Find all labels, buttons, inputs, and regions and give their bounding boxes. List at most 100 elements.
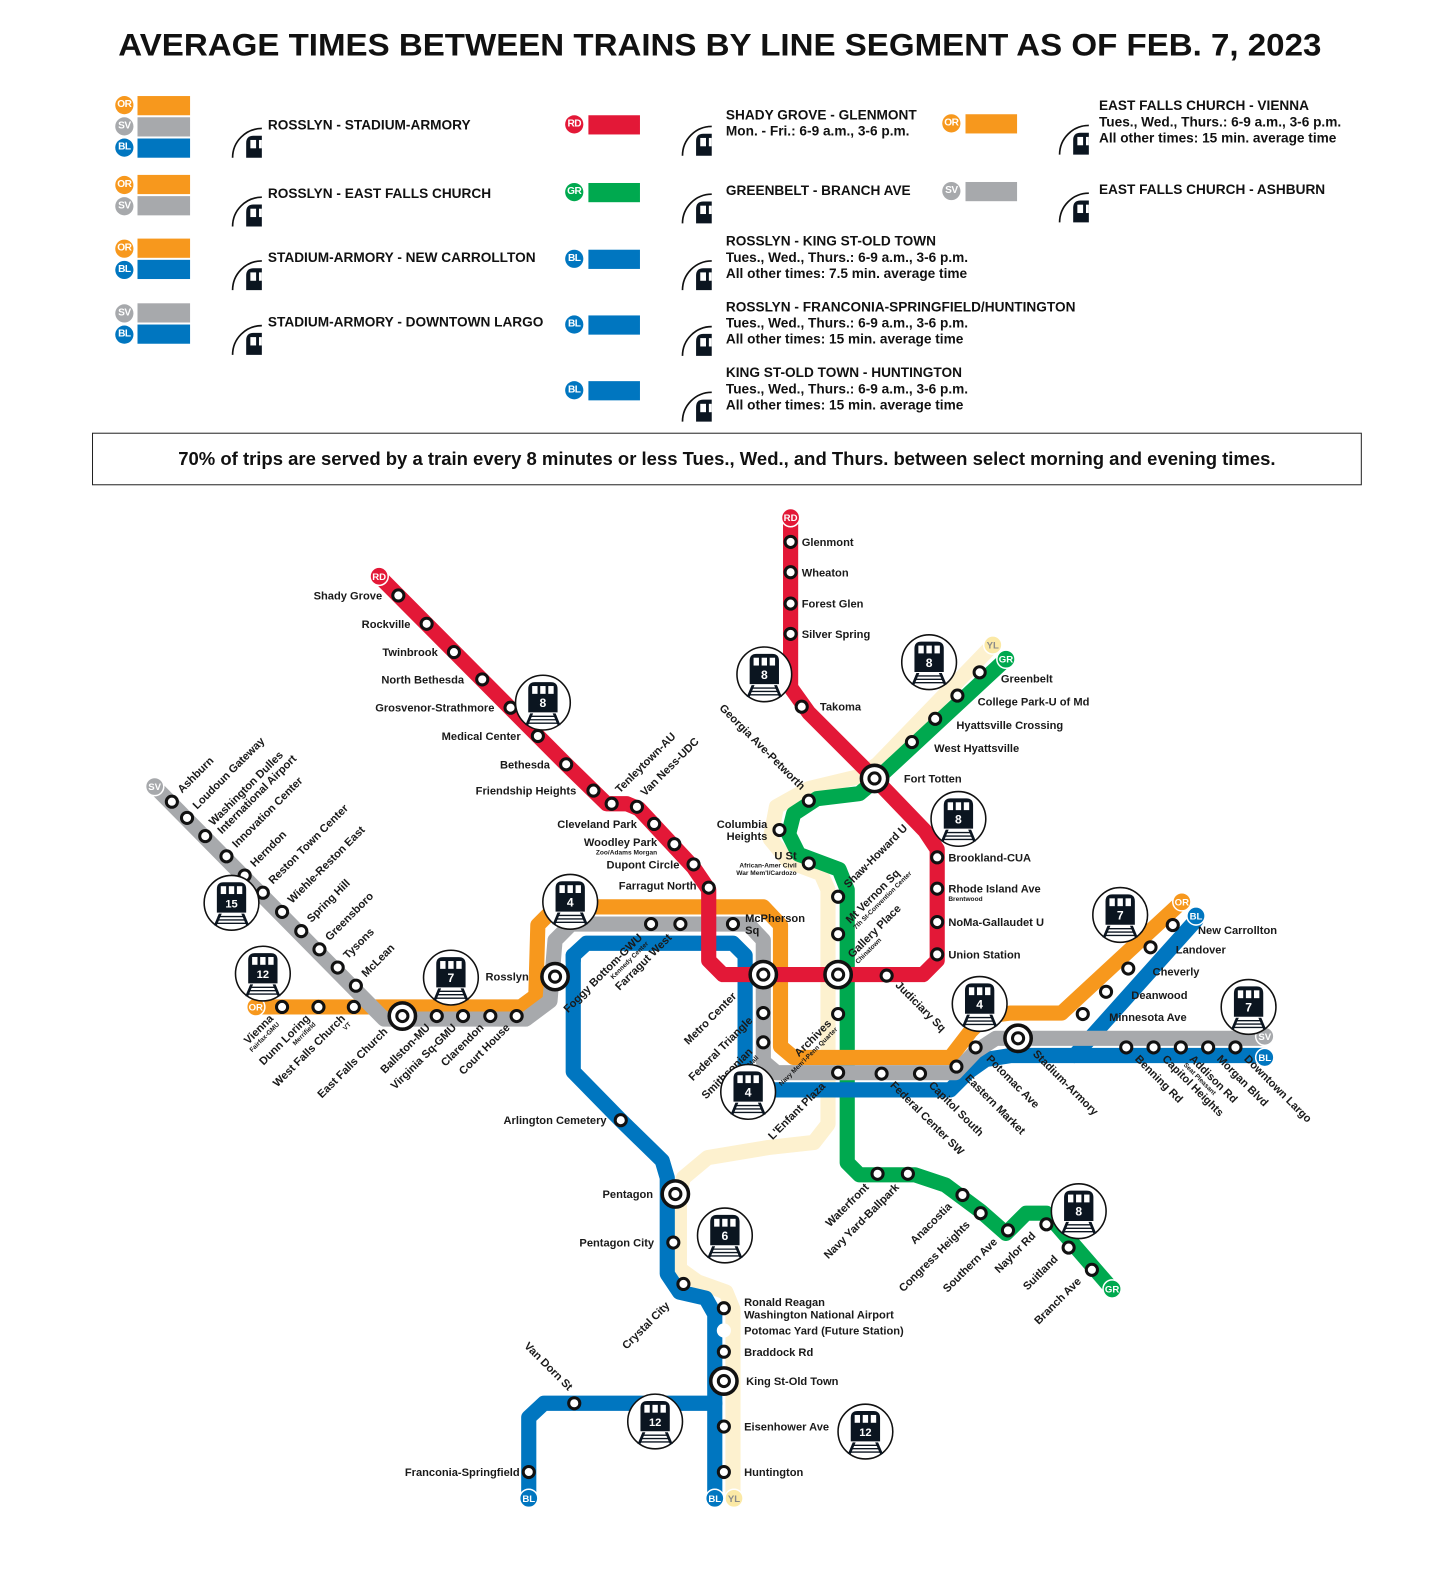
line-color-bar-sv (965, 181, 1018, 201)
station-label: Rhode Island Ave (948, 884, 1040, 896)
station-medical-center[interactable]: Medical Center (442, 728, 545, 744)
station-farragut-north[interactable]: Farragut North (619, 880, 716, 895)
station-marker (1143, 940, 1158, 955)
station-bethesda[interactable]: Bethesda (500, 757, 574, 772)
station-marker (429, 1008, 444, 1024)
station-label-group: Rosslyn (486, 972, 529, 984)
station-label: Arlington Cemetery (504, 1115, 608, 1127)
station-minnesota-ave[interactable]: Minnesota Ave (1075, 1006, 1187, 1024)
station-label: Grosvenor-Strathmore (375, 703, 494, 715)
station-label: Takoma (820, 702, 862, 714)
station-label: Deanwood (1131, 990, 1187, 1002)
station-potomac-yard-future-station[interactable]: Potomac Yard (Future Station) (716, 1323, 904, 1338)
legend-segment-text: GREENBELT - BRANCH AVE (726, 183, 911, 199)
station-label-group: Grosvenor-Strathmore (375, 703, 494, 715)
station-arlington-cemetery[interactable]: Arlington Cemetery (504, 1113, 628, 1128)
station-label-group: Arlington Cemetery (504, 1115, 608, 1127)
station-eisenhower-ave[interactable]: Eisenhower Ave (716, 1419, 829, 1434)
svg-text:BL: BL (708, 1494, 721, 1505)
station-takoma[interactable]: Takoma (794, 699, 862, 714)
station-label-group: West Hyattsville (934, 743, 1019, 755)
line-color-bar-gr (588, 182, 640, 202)
station-brookland-cua[interactable]: Brookland-CUA (930, 850, 1031, 865)
station-label: Landover (1176, 944, 1227, 956)
station-label-group: Cleveland Park (557, 819, 637, 831)
station-label-group: Wheaton (802, 567, 849, 579)
train-headway-icon: 15 (1051, 187, 1089, 223)
line-terminal-badge-bl: BL (518, 1488, 539, 1509)
station-marker (1061, 1240, 1076, 1255)
line-badge-sv: SV (115, 117, 134, 136)
station-cheverly[interactable]: Cheverly (1121, 961, 1201, 979)
line-badge-rd: RD (565, 115, 584, 134)
line-color-bar-bl (137, 259, 191, 280)
line-terminal-badge-gr: GR (996, 649, 1016, 670)
station-fort-totten[interactable]: Fort Totten (859, 763, 962, 794)
station-marker (1084, 1262, 1099, 1277)
station-noma-gallaudet-u[interactable]: NoMa-Gallaudet U (930, 914, 1044, 930)
station-georgia-ave-petworth[interactable]: Georgia Ave-Petworth (717, 702, 816, 808)
svg-text:YL: YL (987, 641, 999, 652)
station-marker (801, 856, 816, 871)
station-dupont-circle[interactable]: Dupont Circle (607, 857, 701, 872)
station-glenmont[interactable]: Glenmont (783, 534, 854, 549)
legend-segment-title: KING ST-OLD TOWN - HUNTINGTON (725, 364, 962, 381)
station-label-group: Brookland-CUA (948, 852, 1031, 864)
station-braddock-rd[interactable]: Braddock Rd (716, 1344, 813, 1359)
station-marker (294, 924, 309, 939)
station-marker (1201, 1040, 1216, 1055)
station-college-park-u-of-md[interactable]: College Park-U of Md (950, 688, 1090, 709)
station-forest-glen[interactable]: Forest Glen (783, 596, 864, 611)
station-marker (1173, 1040, 1188, 1055)
station-marker (346, 999, 361, 1015)
station-cleveland-park[interactable]: Cleveland Park (557, 816, 662, 832)
station-shady-grove[interactable]: Shady Grove (314, 588, 406, 603)
station-king-st-old-town[interactable]: King St-Old Town (708, 1366, 839, 1396)
station-rockville[interactable]: Rockville (362, 616, 434, 631)
station-north-bethesda[interactable]: North Bethesda (381, 672, 490, 687)
station-marker (391, 588, 406, 603)
station-label-group: Fort Totten (904, 774, 962, 786)
svg-text:7: 7 (227, 253, 234, 267)
station-franconia-springfield[interactable]: Franconia-Springfield (405, 1464, 536, 1480)
station-marker (783, 565, 798, 580)
station-west-hyattsville[interactable]: West Hyattsville (904, 734, 1019, 756)
station-label-group: NoMa-Gallaudet U (948, 917, 1044, 929)
station-marker (783, 596, 798, 611)
station-marker (756, 1035, 771, 1050)
station-marker (629, 799, 645, 814)
station-label-group: Shady Grove (314, 591, 383, 603)
station-grosvenor-strathmore[interactable]: Grosvenor-Strathmore (375, 700, 518, 715)
station-deanwood[interactable]: Deanwood (1098, 984, 1188, 1002)
station-new-carrollton[interactable]: New Carrollton (1165, 917, 1277, 938)
station-label: Brookland-CUA (948, 852, 1031, 864)
station-huntington[interactable]: Huntington (716, 1464, 804, 1480)
station-pentagon[interactable]: Pentagon (602, 1179, 691, 1209)
station-marker (900, 1166, 915, 1181)
station-wheaton[interactable]: Wheaton (783, 565, 849, 580)
station-twinbrook[interactable]: Twinbrook (382, 645, 462, 660)
station-marker (446, 645, 462, 660)
station-sublabel: Zoo/Adams Morgan (596, 849, 657, 856)
train-headway-icon: 7 (1092, 886, 1149, 944)
station-rosslyn[interactable]: Rosslyn (486, 961, 570, 992)
legend-segment-detail: Tues., Wed., Thurs.: 6-9 a.m., 3-6 p.m. (725, 249, 969, 265)
station-greenbelt[interactable]: Greenbelt (972, 665, 1053, 686)
station-pentagon-city[interactable]: Pentagon City (579, 1235, 681, 1250)
station-silver-spring[interactable]: Silver Spring (783, 626, 870, 641)
station-friendship-heights[interactable]: Friendship Heights (476, 783, 601, 798)
station-hyattsville-crossing[interactable]: Hyattsville Crossing (928, 711, 1064, 732)
station-union-station[interactable]: Union Station (930, 947, 1021, 962)
svg-text:8: 8 (926, 656, 933, 670)
station-landover[interactable]: Landover (1143, 940, 1227, 957)
